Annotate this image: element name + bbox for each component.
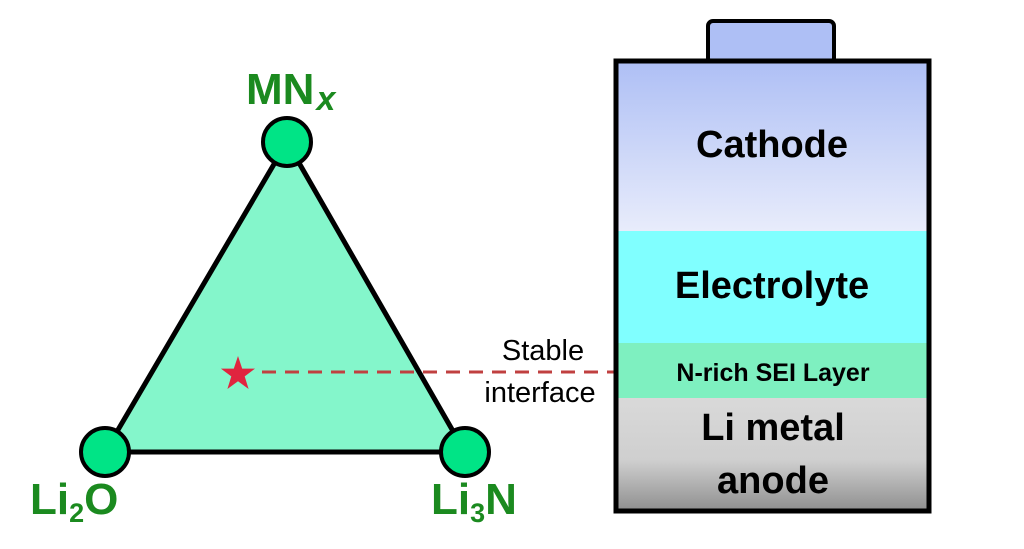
electrolyte-label: Electrolyte — [675, 265, 869, 307]
cathode-label: Cathode — [696, 124, 848, 166]
anode-label-line1: Li metal — [701, 407, 845, 449]
battery-terminal — [706, 19, 836, 65]
battery-body — [613, 58, 932, 514]
star-marker — [220, 356, 256, 389]
cathode-layer — [616, 61, 929, 231]
electrolyte-layer — [616, 231, 929, 343]
sei-label: N-rich SEI Layer — [676, 359, 869, 387]
connector-label-line1: Stable — [502, 335, 584, 367]
vertex-left-node — [79, 426, 131, 478]
phase-triangle — [102, 139, 468, 455]
vertex-right-node — [439, 426, 491, 478]
sei-layer — [616, 343, 929, 398]
connector-label-line2: interface — [484, 377, 595, 409]
anode-layer — [616, 398, 929, 511]
vertex-top-node — [261, 116, 313, 168]
anode-label-line2: anode — [717, 460, 829, 502]
